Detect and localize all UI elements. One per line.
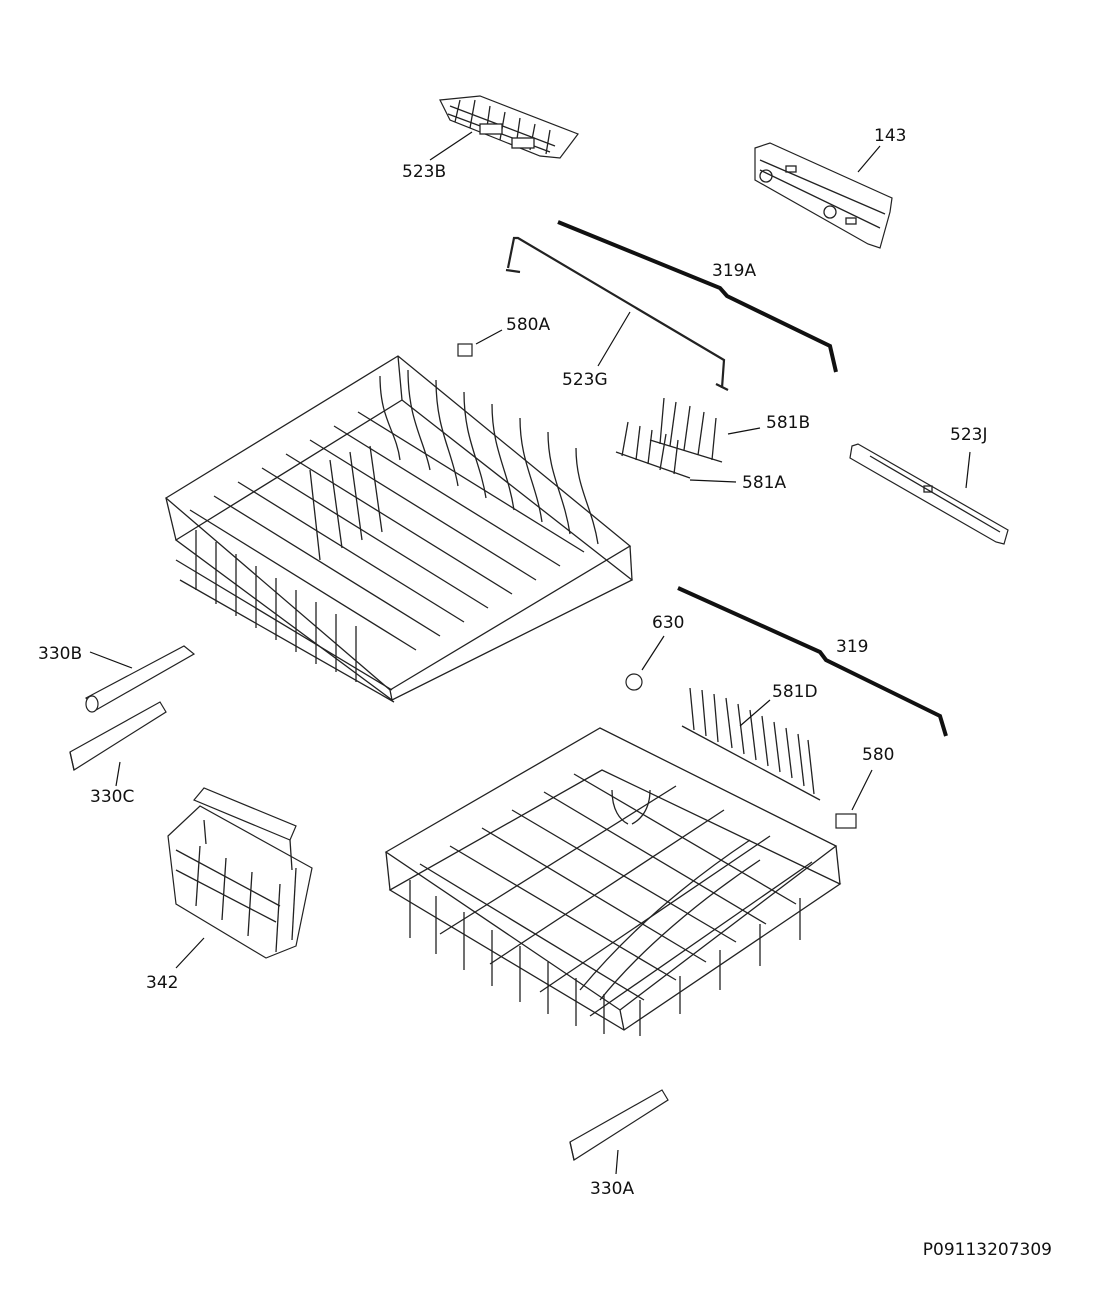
leader-580A xyxy=(475,329,503,345)
leader-523J xyxy=(965,451,971,489)
label-319: 319 xyxy=(836,637,868,657)
label-330A: 330A xyxy=(590,1179,634,1199)
label-581B: 581B xyxy=(766,413,810,433)
part-330A-drawing xyxy=(569,1089,669,1161)
part-581D-drawing xyxy=(681,687,821,801)
leader-330B xyxy=(89,651,133,669)
part-523G-drawing xyxy=(505,236,729,391)
label-342: 342 xyxy=(146,973,178,993)
part-330C-drawing xyxy=(69,701,167,771)
leader-581B xyxy=(727,427,761,435)
part-330B-drawing xyxy=(85,645,196,713)
leader-143 xyxy=(857,145,881,173)
leader-523G xyxy=(597,311,631,367)
part-630-drawing xyxy=(625,673,643,691)
part-581A-drawing xyxy=(615,421,691,479)
diagram-reference-code: P09113207309 xyxy=(923,1240,1052,1260)
label-523J: 523J xyxy=(950,425,987,445)
label-580: 580 xyxy=(862,745,894,765)
label-523G: 523G xyxy=(562,370,608,390)
label-630: 630 xyxy=(652,613,684,633)
part-581B-drawing xyxy=(649,397,723,463)
leader-523B xyxy=(429,131,473,161)
part-580A-drawing xyxy=(457,343,473,357)
upper-basket-drawing xyxy=(164,355,634,703)
part-580-drawing xyxy=(835,813,857,829)
leader-581D xyxy=(739,699,771,727)
part-523B-drawing xyxy=(439,95,579,159)
leader-630 xyxy=(641,635,665,671)
label-330B: 330B xyxy=(38,644,82,664)
part-319A-drawing xyxy=(557,220,838,373)
lower-basket-drawing xyxy=(384,727,842,1036)
leader-342 xyxy=(175,937,205,969)
part-523J-drawing xyxy=(849,443,1009,545)
part-143-drawing xyxy=(754,142,893,249)
label-580A: 580A xyxy=(506,315,550,335)
label-330C: 330C xyxy=(90,787,134,807)
label-581D: 581D xyxy=(772,682,818,702)
label-523B: 523B xyxy=(402,162,446,182)
leader-330A xyxy=(615,1149,619,1175)
leader-580 xyxy=(851,769,873,811)
label-581A: 581A xyxy=(742,473,786,493)
part-342-drawing xyxy=(167,787,313,959)
label-319A: 319A xyxy=(712,261,756,281)
leader-330C xyxy=(115,761,121,787)
part-319-drawing xyxy=(677,586,948,737)
leader-581A xyxy=(689,479,737,483)
label-143: 143 xyxy=(874,126,906,146)
